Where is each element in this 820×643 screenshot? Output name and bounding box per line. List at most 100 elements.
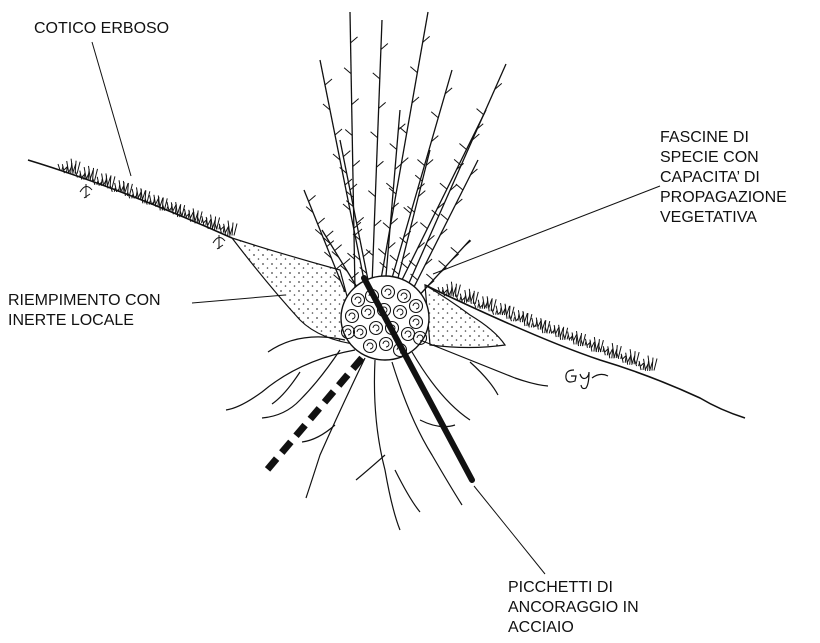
branch-leaf <box>432 210 439 216</box>
grass-tuft <box>469 289 478 304</box>
grass-tuft <box>644 359 653 371</box>
grass-tuft <box>594 337 603 352</box>
branch-leaf <box>343 258 350 264</box>
ground-marker-2 <box>213 235 225 249</box>
branch-leaf <box>464 241 471 247</box>
label-line: ACCIAIO <box>508 618 639 638</box>
label-line: FASCINE DI <box>660 128 787 148</box>
leader-riempimento <box>192 295 285 303</box>
label-line: PROPAGAZIONE <box>660 188 787 208</box>
label-line: COTICO ERBOSO <box>34 19 169 39</box>
branch-leaf <box>383 223 390 229</box>
branch-leaf <box>351 37 358 43</box>
root <box>356 455 385 480</box>
branch-leaf <box>335 129 342 135</box>
grass-tuft <box>141 188 150 203</box>
branch-leaf <box>410 67 417 73</box>
branch <box>385 110 400 288</box>
grass-tuft <box>608 346 617 358</box>
label-line: SPECIE CON <box>660 148 787 168</box>
steel-stake-hidden <box>267 358 362 470</box>
branch-leaf <box>309 195 316 201</box>
root <box>226 350 355 410</box>
grass-tuft <box>228 221 237 236</box>
branch-leaf <box>427 281 434 287</box>
grass-tuft <box>559 325 568 340</box>
grass-tuft <box>447 284 456 296</box>
branch-leaf <box>344 68 351 74</box>
label-riempimento: RIEMPIMENTO CON INERTE LOCALE <box>8 291 161 331</box>
grass-tuft <box>163 205 172 211</box>
grass-tuft <box>541 318 550 333</box>
grass-tuft <box>442 287 451 296</box>
label-line: PICCHETTI DI <box>508 578 639 598</box>
grass-tuft <box>80 171 89 180</box>
grass-tuft <box>509 315 518 321</box>
grass-tuft <box>176 202 185 217</box>
branch-leaf <box>335 245 342 251</box>
branch-leaf <box>426 274 433 280</box>
branch-leaf <box>326 231 333 237</box>
grass-tuft <box>496 306 505 315</box>
grass-tuft <box>630 349 639 364</box>
branch-leaf <box>459 144 466 150</box>
grass-tuft <box>158 195 167 210</box>
leader-cotico <box>92 42 131 176</box>
grass-tuft <box>71 159 80 174</box>
branch-leaf <box>451 247 458 253</box>
branch-leaf <box>318 218 325 224</box>
branch <box>380 12 428 285</box>
grass-tuft <box>451 282 460 297</box>
root <box>306 358 365 498</box>
branch-leaf <box>452 254 459 260</box>
label-line: INERTE LOCALE <box>8 311 161 331</box>
grass-tuft <box>478 300 487 309</box>
fascine-branches <box>304 12 506 300</box>
root <box>395 470 420 512</box>
grass-tuft <box>527 321 536 327</box>
branch-leaf <box>417 160 424 166</box>
branch-leaf <box>353 160 360 166</box>
grass-tuft <box>224 224 233 236</box>
branch-leaf <box>343 151 350 157</box>
grass-tuft <box>115 183 124 192</box>
branch-leaf <box>379 102 386 108</box>
branch-leaf <box>373 73 380 79</box>
branch-leaf <box>325 79 332 85</box>
branch-leaf <box>368 191 375 197</box>
branch-leaf <box>390 144 397 150</box>
grass-tuft <box>97 177 106 186</box>
branch-leaf <box>363 251 370 257</box>
grass-tuft <box>590 340 599 352</box>
root <box>272 372 300 404</box>
label-line: ANCORAGGIO IN <box>508 598 639 618</box>
branch-leaf <box>456 184 463 190</box>
branch <box>372 20 382 285</box>
label-fascine: FASCINE DI SPECIE CON CAPACITA’ DI PROPA… <box>660 128 787 228</box>
grass-tuft <box>193 208 202 223</box>
branch-leaf <box>381 43 388 49</box>
grass-tuft <box>563 333 572 339</box>
branch-leaf <box>366 250 373 256</box>
label-picchetti: PICCHETTI DI ANCORAGGIO IN ACCIAIO <box>508 578 639 638</box>
branch <box>320 60 365 285</box>
branch-leaf <box>352 99 359 105</box>
branch-leaf <box>420 223 427 229</box>
grass-tuft <box>211 215 220 230</box>
grass-tuft <box>62 164 71 173</box>
grass-tuft <box>523 311 532 326</box>
grass-tuft <box>89 166 98 181</box>
branch <box>405 64 506 292</box>
label-line: CAPACITA’ DI <box>660 168 787 188</box>
backfill-region <box>232 238 360 345</box>
branch-leaf <box>439 261 446 267</box>
grass-tuft <box>545 327 554 333</box>
ground-surface-lower <box>425 285 745 418</box>
grass-tuft <box>648 356 657 371</box>
artist-signature <box>562 364 614 390</box>
ground-marker-1 <box>80 184 92 198</box>
root <box>374 360 400 530</box>
grass-tuft <box>577 331 586 346</box>
branch <box>398 110 486 288</box>
branch-leaf <box>477 109 484 115</box>
